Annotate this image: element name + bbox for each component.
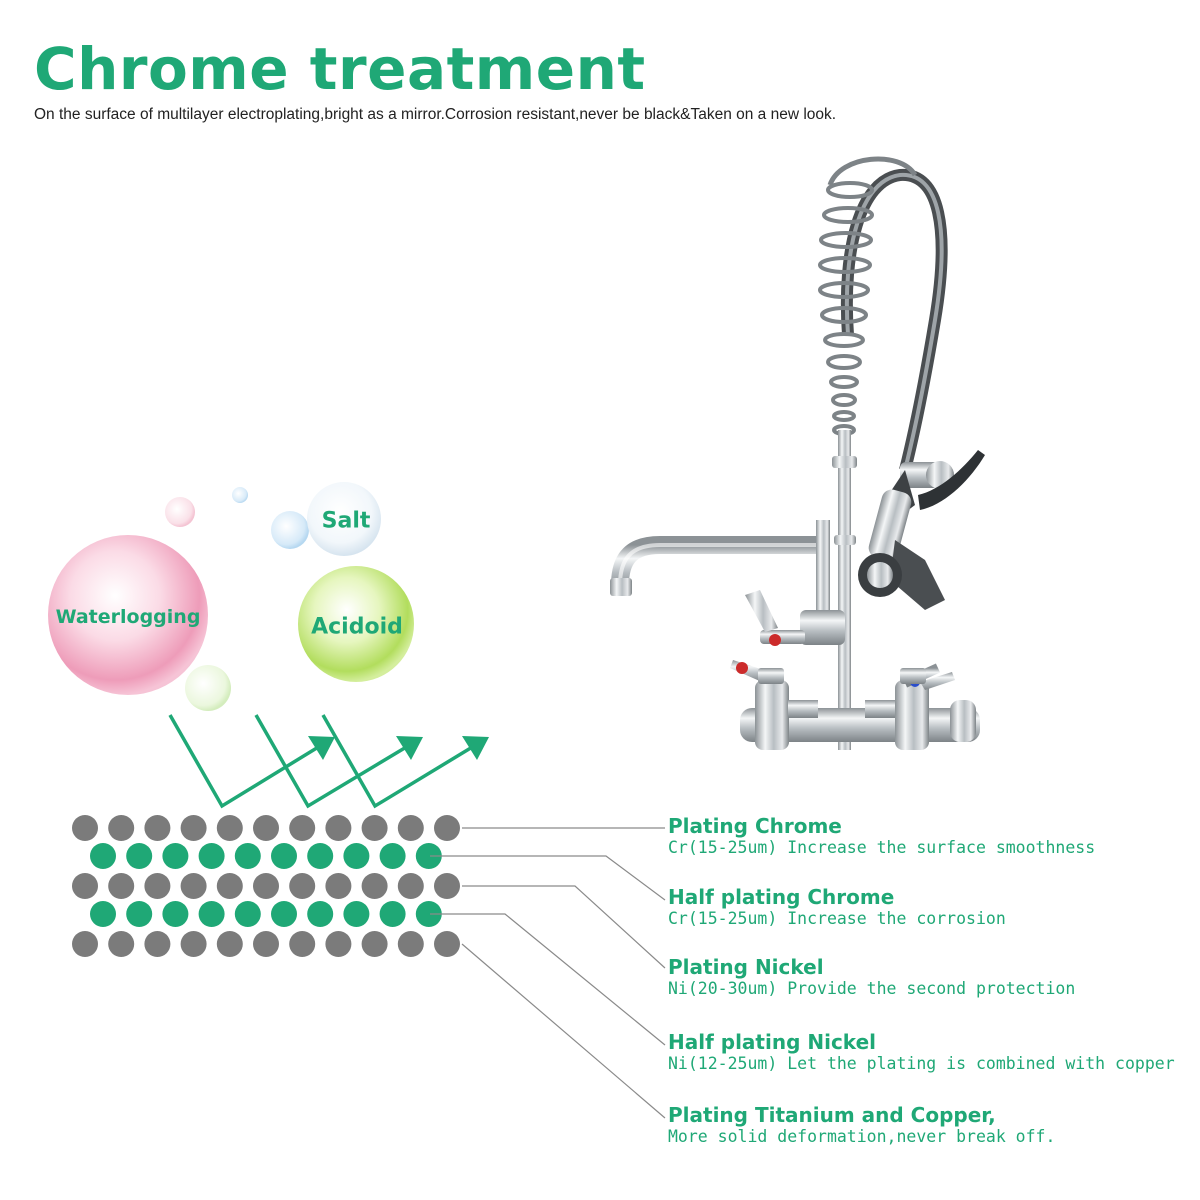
- layer-plating-nickel: Plating Nickel Ni(20-30um) Provide the s…: [668, 955, 1188, 999]
- leader-line-3: [462, 885, 666, 969]
- bubble-small-2: [232, 487, 248, 503]
- plating-dot-row-5: [253, 931, 279, 957]
- bubble-label-acidoid: Acidoid: [311, 614, 403, 640]
- plating-dot-row-1: [325, 815, 352, 841]
- plating-dot-row-1: [108, 815, 135, 841]
- plating-dot-row-4: [126, 901, 153, 927]
- bubble-acidoid: [298, 566, 414, 682]
- plating-dot-row-4: [415, 901, 442, 927]
- page-title: Chrome treatment: [34, 35, 646, 103]
- bubble-label-salt: Salt: [321, 508, 371, 534]
- plating-dot-row-3: [434, 873, 460, 899]
- leader-line-4: [430, 913, 666, 1046]
- plating-dot-row-2: [307, 843, 334, 869]
- plating-dot-row-3: [253, 873, 279, 899]
- layer-title: Half plating Chrome: [668, 885, 895, 909]
- layer-desc: Cr(15-25um) Increase the corrosion: [668, 909, 1006, 928]
- plating-dot-row-4: [162, 901, 189, 927]
- plating-dot-row-5: [325, 931, 352, 957]
- plating-dot-row-1: [253, 815, 279, 841]
- plating-dot-row-2: [343, 843, 370, 869]
- plating-dot-row-4: [307, 901, 334, 927]
- bubble-waterlogging: [48, 535, 208, 695]
- plating-dot-row-5: [434, 931, 460, 957]
- plating-dot-row-5: [361, 931, 388, 957]
- plating-dot-row-1: [434, 815, 460, 841]
- plating-dot-row-1: [144, 815, 171, 841]
- plating-dot-row-1: [289, 815, 316, 841]
- bubble-label-waterlogging: Waterlogging: [55, 606, 201, 628]
- plating-dot-row-5: [180, 931, 207, 957]
- plating-dot-row-1: [216, 815, 243, 841]
- layer-desc: Ni(20-30um) Provide the second protectio…: [668, 979, 1076, 998]
- bubble-salt: [307, 482, 381, 556]
- plating-dot-row-2: [234, 843, 261, 869]
- bounce-arrow-icon: [168, 714, 489, 809]
- plating-dot-row-5: [144, 931, 171, 957]
- bubbles-group: [48, 482, 414, 711]
- plating-dot-row-4: [379, 901, 406, 927]
- layer-plating-titanium-copper: Plating Titanium and Copper, More solid …: [668, 1103, 1188, 1147]
- plating-dot-row-3: [72, 873, 98, 899]
- plating-dot-row-5: [108, 931, 135, 957]
- page-subtitle: On the surface of multilayer electroplat…: [34, 106, 837, 123]
- plating-dot-row-5: [289, 931, 316, 957]
- leader-lines: [430, 827, 666, 1119]
- plating-dot-row-3: [144, 873, 171, 899]
- plating-dot-row-4: [90, 901, 116, 927]
- plating-dot-row-2: [271, 843, 297, 869]
- plating-dot-row-4: [198, 901, 225, 927]
- plating-dot-row-4: [343, 901, 370, 927]
- pre-rinse-faucet-image: [610, 156, 985, 750]
- layer-title: Plating Titanium and Copper,: [668, 1103, 996, 1127]
- plating-dot-row-2: [198, 843, 225, 869]
- bubble-small-1: [165, 497, 195, 527]
- plating-dot-row-2: [90, 843, 116, 869]
- plating-dot-row-2: [379, 843, 406, 869]
- layer-plating-chrome: Plating Chrome Cr(15-25um) Increase the …: [668, 814, 1188, 858]
- plating-dot-row-2: [415, 843, 442, 869]
- plating-dot-row-2: [126, 843, 153, 869]
- plating-dot-row-2: [162, 843, 189, 869]
- plating-dot-row-3: [180, 873, 207, 899]
- layer-title: Plating Chrome: [668, 814, 842, 838]
- layer-desc: Cr(15-25um) Increase the surface smoothn…: [668, 838, 1096, 857]
- bubble-small-3: [271, 511, 309, 549]
- plating-dot-row-1: [361, 815, 388, 841]
- bubble-small-4: [185, 665, 231, 711]
- plating-dot-row-5: [216, 931, 243, 957]
- layer-half-plating-nickel: Half plating Nickel Ni(12-25um) Let the …: [668, 1030, 1188, 1074]
- plating-dot-row-1: [397, 815, 424, 841]
- layer-half-plating-chrome: Half plating Chrome Cr(15-25um) Increase…: [668, 885, 1188, 929]
- plating-dot-row-3: [397, 873, 424, 899]
- plating-dot-row-5: [397, 931, 424, 957]
- leader-line-2: [430, 855, 666, 901]
- plating-dot-row-3: [289, 873, 316, 899]
- plating-dot-row-3: [108, 873, 135, 899]
- plating-dot-row-3: [325, 873, 352, 899]
- plating-dot-row-5: [72, 931, 98, 957]
- plating-dot-row-4: [234, 901, 261, 927]
- layer-title: Half plating Nickel: [668, 1030, 876, 1054]
- plating-dot-row-3: [361, 873, 388, 899]
- plating-layers-diagram: [72, 815, 460, 957]
- layer-desc: Ni(12-25um) Let the plating is combined …: [668, 1054, 1175, 1073]
- leader-line-5: [461, 943, 666, 1119]
- plating-dot-row-4: [271, 901, 297, 927]
- plating-dot-row-1: [180, 815, 207, 841]
- plating-dot-row-1: [72, 815, 98, 841]
- layer-desc: More solid deformation,never break off.: [668, 1127, 1056, 1146]
- layer-title: Plating Nickel: [668, 955, 824, 979]
- plating-dot-row-3: [216, 873, 243, 899]
